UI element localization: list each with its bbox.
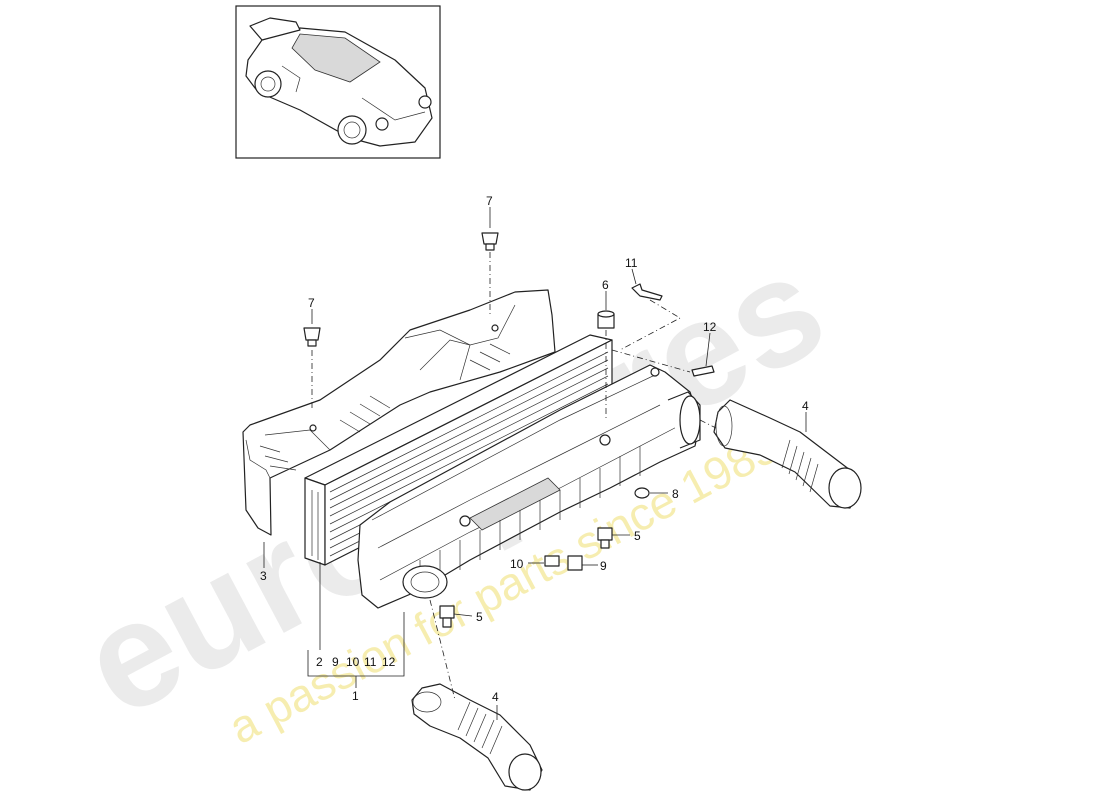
intake-hose-upper: [713, 399, 862, 509]
callout-7: 7: [308, 296, 315, 310]
grommet-7a: [481, 232, 499, 245]
screw-12: [691, 365, 715, 377]
screw-11: [631, 283, 663, 301]
group-item-9: 9: [332, 655, 339, 669]
callout-labels: 7 7 11 6 12 4 3 8 5 10 9 5 4 2 9 10 11 1…: [260, 194, 809, 704]
assembly-guides: [311, 252, 717, 701]
callout-10: 10: [510, 557, 524, 571]
group-item-10: 10: [346, 655, 360, 669]
bolt-5b: [439, 605, 455, 619]
callout-4: 4: [802, 399, 809, 413]
callout-12: 12: [703, 320, 717, 334]
washer-8: [634, 487, 650, 499]
group-item-2: 2: [316, 655, 323, 669]
grommet-9: [567, 555, 583, 571]
car-icon: [245, 17, 433, 147]
callout-5: 5: [634, 529, 641, 543]
callout-11: 11: [625, 256, 638, 270]
callout-4: 4: [492, 690, 499, 704]
grommet-7b: [303, 327, 321, 341]
car-thumbnail: [235, 5, 441, 159]
callout-6: 6: [602, 278, 609, 292]
callout-5: 5: [476, 610, 483, 624]
fastener-parts: [303, 232, 715, 628]
callout-8: 8: [672, 487, 679, 501]
leader-lines: [263, 207, 807, 720]
group-item-12: 12: [382, 655, 396, 669]
intake-hose-lower: [411, 683, 543, 791]
callout-3: 3: [260, 569, 267, 583]
bolt-5a: [597, 527, 613, 541]
nut-10: [544, 555, 560, 567]
air-filter-housing: [357, 364, 701, 609]
callout-9: 9: [600, 559, 607, 573]
callout-7: 7: [486, 194, 493, 208]
group-item-11: 11: [364, 655, 377, 669]
callout-1: 1: [352, 689, 359, 703]
